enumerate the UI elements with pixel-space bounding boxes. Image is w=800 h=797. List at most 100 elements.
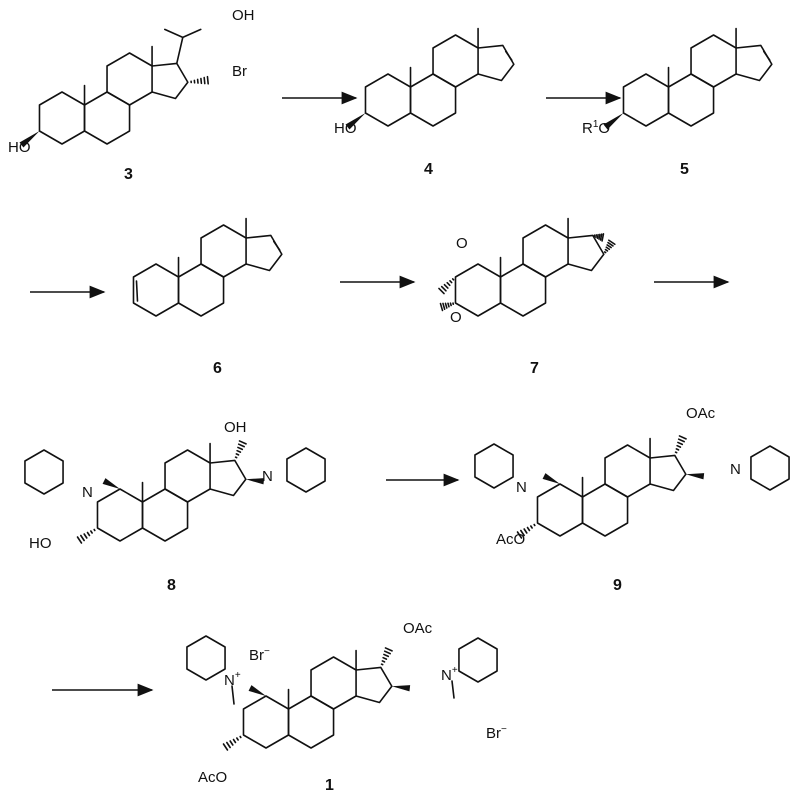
c8-oh17-hash	[234, 440, 247, 459]
c8-oh17-hash-hash	[235, 453, 240, 456]
c3-ring-b	[83, 91, 131, 145]
c4-ho-label: HO	[334, 120, 357, 137]
c5-ring-a	[622, 73, 670, 127]
c9-aco-label: AcO	[496, 531, 525, 548]
c5-r-label: R1O	[582, 119, 610, 137]
c1-oac-hash-hash	[222, 743, 229, 751]
c8-oh-label: OH	[224, 419, 247, 436]
c3-br-hash	[190, 75, 209, 85]
c7-epoxide-a-1-hash	[438, 287, 445, 295]
c6-ring-c	[200, 224, 247, 278]
c1-oac17-hash-hash	[381, 660, 386, 663]
c1-oac17-hash-hash	[382, 656, 388, 660]
c7-ring-c	[522, 224, 569, 278]
compound-9: OAc AcO N N 9	[496, 405, 741, 594]
c9-oac-hash-hash	[516, 531, 523, 539]
c9-oac17-hash-hash	[677, 438, 685, 443]
c7-epoxide-a-2-hash	[449, 302, 452, 307]
c8-n-left: N	[82, 484, 93, 501]
c1-piperidinium-right	[458, 637, 498, 683]
c5-ring-d	[735, 44, 773, 82]
c8-oh17-hash-hash	[238, 440, 247, 445]
c4-oh-wedge	[345, 113, 366, 130]
c1-number: 1	[325, 777, 334, 794]
c7-epoxide-d-2	[603, 239, 616, 254]
arrow-layer	[30, 91, 730, 697]
c7-o-ring-d: O	[456, 235, 468, 252]
c9-ring-a	[536, 483, 584, 537]
c9-oac-hash	[516, 523, 536, 539]
c4-ring-b	[409, 73, 457, 127]
c8-n-wedge	[102, 478, 120, 489]
c1-br-left: Br−	[249, 646, 270, 664]
c8-oh-hash-hash	[86, 531, 91, 537]
c9-piperidine-right	[750, 445, 790, 491]
c9-oac-hash-hash	[533, 523, 536, 527]
c8-n-right: N	[262, 468, 273, 485]
c8-ring-d	[209, 459, 247, 497]
c1-n-methyl-right	[451, 680, 455, 699]
c3-br-label: Br	[232, 63, 247, 80]
c6-ring-b	[177, 263, 225, 317]
c5-ring-b	[667, 73, 715, 127]
c9-n16-wedge	[685, 473, 705, 480]
c7-epoxide-a-1-hash	[451, 278, 455, 281]
c7-epoxide-d-2-hash	[607, 241, 614, 247]
c7-epoxide-a-2-hash	[442, 302, 446, 311]
c7-epoxide-d-1-hash	[599, 233, 603, 241]
c7-epoxide-a-1	[438, 278, 455, 295]
c9-oac-hash-hash	[523, 528, 528, 534]
c1-n-methyl-left	[231, 685, 235, 705]
c9-oac17-hash-hash	[676, 444, 682, 448]
c1-ring-a	[242, 695, 290, 749]
compound-8: OH HO N N 8	[29, 419, 273, 594]
c3-br-hash-hash	[206, 75, 209, 85]
c3-ho-label: HO	[8, 139, 31, 156]
c1-oac17-hash-hash	[383, 650, 391, 655]
c1-oac-hash	[222, 735, 242, 751]
c8-ho-label: HO	[29, 535, 52, 552]
compound-4: HO 4	[334, 120, 433, 178]
c1-oac-label: OAc	[403, 620, 433, 637]
c7-epoxide-a-2-hash	[439, 302, 444, 312]
c5-or-wedge	[603, 113, 624, 130]
c8-piperidine-left	[24, 449, 64, 495]
c7-epoxide-a-1-hash	[449, 280, 453, 284]
c5-number: 5	[680, 161, 689, 178]
c1-ring-c	[310, 656, 357, 710]
c7-epoxide-d-2-hash	[606, 244, 612, 249]
c1-oac17-hash-hash	[384, 647, 393, 652]
c6-ring-a	[132, 263, 180, 317]
c8-ring-c	[164, 449, 211, 503]
c1-oac17-hash	[380, 647, 393, 666]
c4-number: 4	[424, 161, 433, 178]
c9-ring-d	[649, 454, 687, 492]
c8-oh-hash	[76, 528, 96, 544]
c7-ring-a	[454, 263, 502, 317]
c3-br-hash-hash	[203, 76, 206, 85]
c7-ring-d	[567, 234, 605, 272]
c1-aco-label: AcO	[198, 769, 227, 786]
c8-ring-b	[141, 488, 189, 542]
c8-oh17-hash-hash	[237, 446, 244, 451]
c3-side-chain	[175, 36, 184, 65]
c7-epoxide-a-1-hash	[440, 285, 447, 292]
compound-6: 6	[213, 360, 222, 377]
compound-3: HO OH Br 3	[8, 7, 255, 183]
c9-n-right: N	[730, 461, 741, 478]
c8-oh-hash-hash	[93, 528, 96, 532]
c7-epoxide-d-2-hash	[604, 248, 609, 252]
c4-ring-c	[432, 34, 479, 88]
c8-piperidine-right	[286, 447, 326, 493]
c9-oac17-hash-hash	[678, 435, 687, 440]
c7-epoxide-d-2-hash	[608, 239, 616, 246]
c4-ring-d	[477, 44, 515, 82]
c3-number: 3	[124, 166, 133, 183]
c8-n16-wedge	[245, 478, 265, 485]
c6-ring-d	[245, 234, 283, 272]
c7-epoxide-a-2-hash	[444, 302, 448, 309]
c7-ring-b	[499, 263, 547, 317]
c7-epoxide-d-2-hash	[605, 246, 611, 251]
c9-oac-hash-hash	[520, 529, 525, 537]
